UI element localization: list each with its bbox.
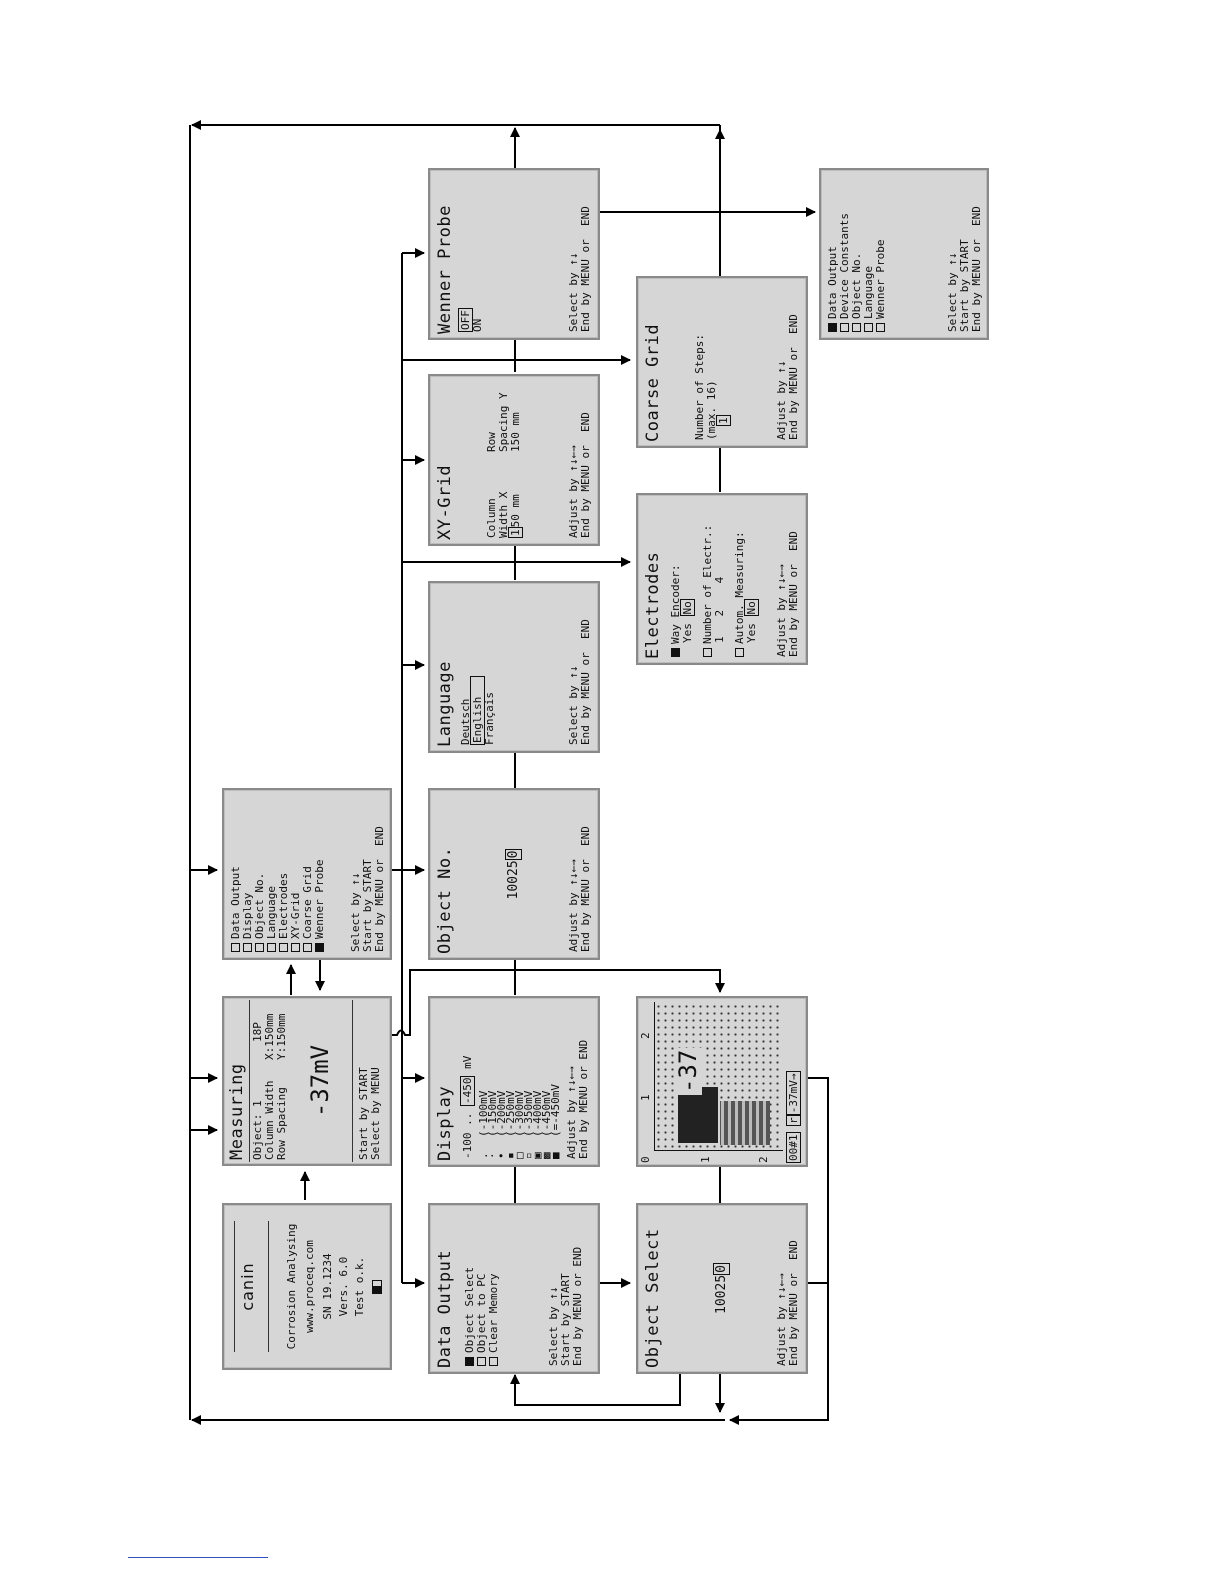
setting-value[interactable]: Yes No [744, 599, 759, 643]
checkbox-checked-icon [465, 1357, 474, 1366]
footer-hint: End by MENU or END [970, 206, 983, 332]
option-on[interactable]: ON [471, 318, 484, 332]
xy-grid-screen: XY-Grid Column Width X 150 mm Row Spacin… [428, 374, 600, 546]
range-unit: mV [461, 1055, 474, 1069]
map-dark-region [678, 1087, 718, 1143]
setting-value[interactable]: 1 2 4 [713, 576, 726, 643]
axis-tick: 1 [699, 1156, 712, 1163]
checkbox-icon [840, 323, 849, 332]
footer-hint: End by MENU or END [787, 1240, 800, 1366]
checkbox-icon [279, 943, 288, 952]
footer-hint: End by MENU or END [787, 531, 800, 657]
checkbox-checked-icon [828, 323, 837, 332]
footer-hint: End by MENU or END [579, 412, 592, 538]
checkbox-icon [303, 943, 312, 952]
electrodes-screen: Electrodes Way Encoder: Yes No Number of… [636, 493, 808, 665]
checkbox-icon [864, 323, 873, 332]
setting-value[interactable]: Yes No [680, 599, 695, 643]
measuring-screen: Measuring Object: 1 18P Column Width X:1… [222, 996, 392, 1166]
checkbox-icon [267, 943, 276, 952]
row-spacing-label: Row Spacing [275, 1087, 288, 1160]
data-output-screen: Data Output Object Select Object to PC C… [428, 1203, 600, 1374]
checkbox-icon [735, 648, 744, 657]
object-number-field[interactable]: 100250 [505, 848, 522, 900]
footer-hint: End by MENU or END [571, 1246, 584, 1366]
object-no-screen: Object No. 100250 Adjust by ↑↓←→ End by … [428, 788, 600, 960]
language-option[interactable]: Français [483, 692, 496, 745]
range-max-field[interactable]: -450 [460, 1075, 475, 1107]
checkbox-icon [255, 943, 264, 952]
splash-line-2: www.proceq.com [303, 1240, 316, 1333]
language-screen: Language Deutsch English Français Select… [428, 581, 600, 753]
menu-item[interactable]: Clear Memory [487, 1274, 500, 1366]
checkbox-checked-icon [671, 648, 680, 657]
steps-field[interactable]: 1 [716, 415, 731, 426]
checkbox-icon [703, 648, 712, 657]
axis-tick: 1 [639, 1094, 652, 1101]
splash-line-4: Vers. 6.0 [337, 1256, 350, 1317]
checkbox-icon [489, 1357, 498, 1366]
menu-item[interactable]: Wenner Probe [874, 240, 887, 332]
page-title: Data Output [435, 1249, 455, 1368]
object-select-screen: Object Select 100250 Adjust by ↑↓←→ End … [636, 1203, 808, 1374]
checkbox-icon [231, 943, 240, 952]
checkbox-icon [291, 943, 300, 952]
page-title: XY-Grid [435, 464, 455, 540]
footer-rule [128, 1557, 268, 1558]
potential-map-screen: 0 1 2 1 2 -37 00#1 r-37mV→ [636, 996, 808, 1167]
checkbox-icon [852, 323, 861, 332]
footer-hint: End by MENU or END [579, 619, 592, 745]
page-title: Measuring [227, 1063, 247, 1160]
page-title: Language [435, 661, 455, 747]
footer-hint: End by MENU or END [577, 1039, 590, 1159]
splash-line-1: Corrosion Analysing [285, 1223, 298, 1350]
checkbox-icon [243, 943, 252, 952]
checkbox-icon [876, 323, 885, 332]
measured-value: -37mV [306, 1044, 334, 1118]
checkbox-checked-icon [315, 943, 324, 952]
footer-hint: Select by MENU [369, 1067, 382, 1160]
battery-icon [372, 1280, 382, 1294]
page-title: Electrodes [643, 551, 663, 659]
row-spacing-value: Y:150mm [275, 1013, 288, 1060]
spacing-field[interactable]: 150 mm [509, 412, 522, 452]
axis-tick: 0 [639, 1156, 652, 1163]
page-title: Coarse Grid [643, 323, 663, 442]
wenner-probe-screen: Wenner Probe OFF ON Select by ↑↓ End by … [428, 168, 600, 340]
footer-hint: End by MENU or END [579, 206, 592, 332]
object-number-field[interactable]: 100250 [713, 1263, 730, 1314]
page-title: Display [435, 1085, 455, 1161]
splash-line-5: Test o.k. [353, 1256, 366, 1317]
range-row: -100 .. -450 mV [460, 1055, 475, 1159]
range-min: -100 .. [461, 1112, 474, 1159]
wenner-menu-screen: Data Output Device Constants Object No. … [819, 168, 989, 340]
splash-line-3: SN 19.1234 [321, 1253, 334, 1320]
map-value: -37 [674, 1047, 702, 1095]
logo: canin [238, 1262, 257, 1311]
coarse-grid-screen: Coarse Grid Number of Steps: (max. 16) 1… [636, 276, 808, 448]
level-row: ■(=-450mV [549, 1084, 562, 1159]
display-screen: Display -100 .. -450 mV .(-100mV ·(-150m… [428, 996, 600, 1167]
splash-screen: canin Corrosion Analysing www.proceq.com… [222, 1203, 392, 1370]
map-medium-region [720, 1101, 770, 1145]
page-title: Object Select [643, 1228, 663, 1368]
footer-hint: End by MENU or END [579, 826, 592, 952]
status-bar: 00#1 r-37mV→ [786, 1071, 801, 1163]
steps-hint: (max. 16) [705, 380, 718, 440]
footer-hint: End by MENU or END [373, 826, 386, 952]
width-field[interactable]: 150 mm [508, 494, 523, 538]
axis-tick: 2 [757, 1156, 770, 1163]
menu-item[interactable]: Wenner Probe [313, 860, 326, 952]
axis-tick: 2 [639, 1032, 652, 1039]
page-title: Object No. [435, 846, 455, 954]
page-title: Wenner Probe [435, 205, 455, 334]
footer-hint: End by MENU or END [787, 314, 800, 440]
main-menu-screen: Data Output Display Object No. Language … [222, 788, 392, 960]
checkbox-icon [477, 1357, 486, 1366]
